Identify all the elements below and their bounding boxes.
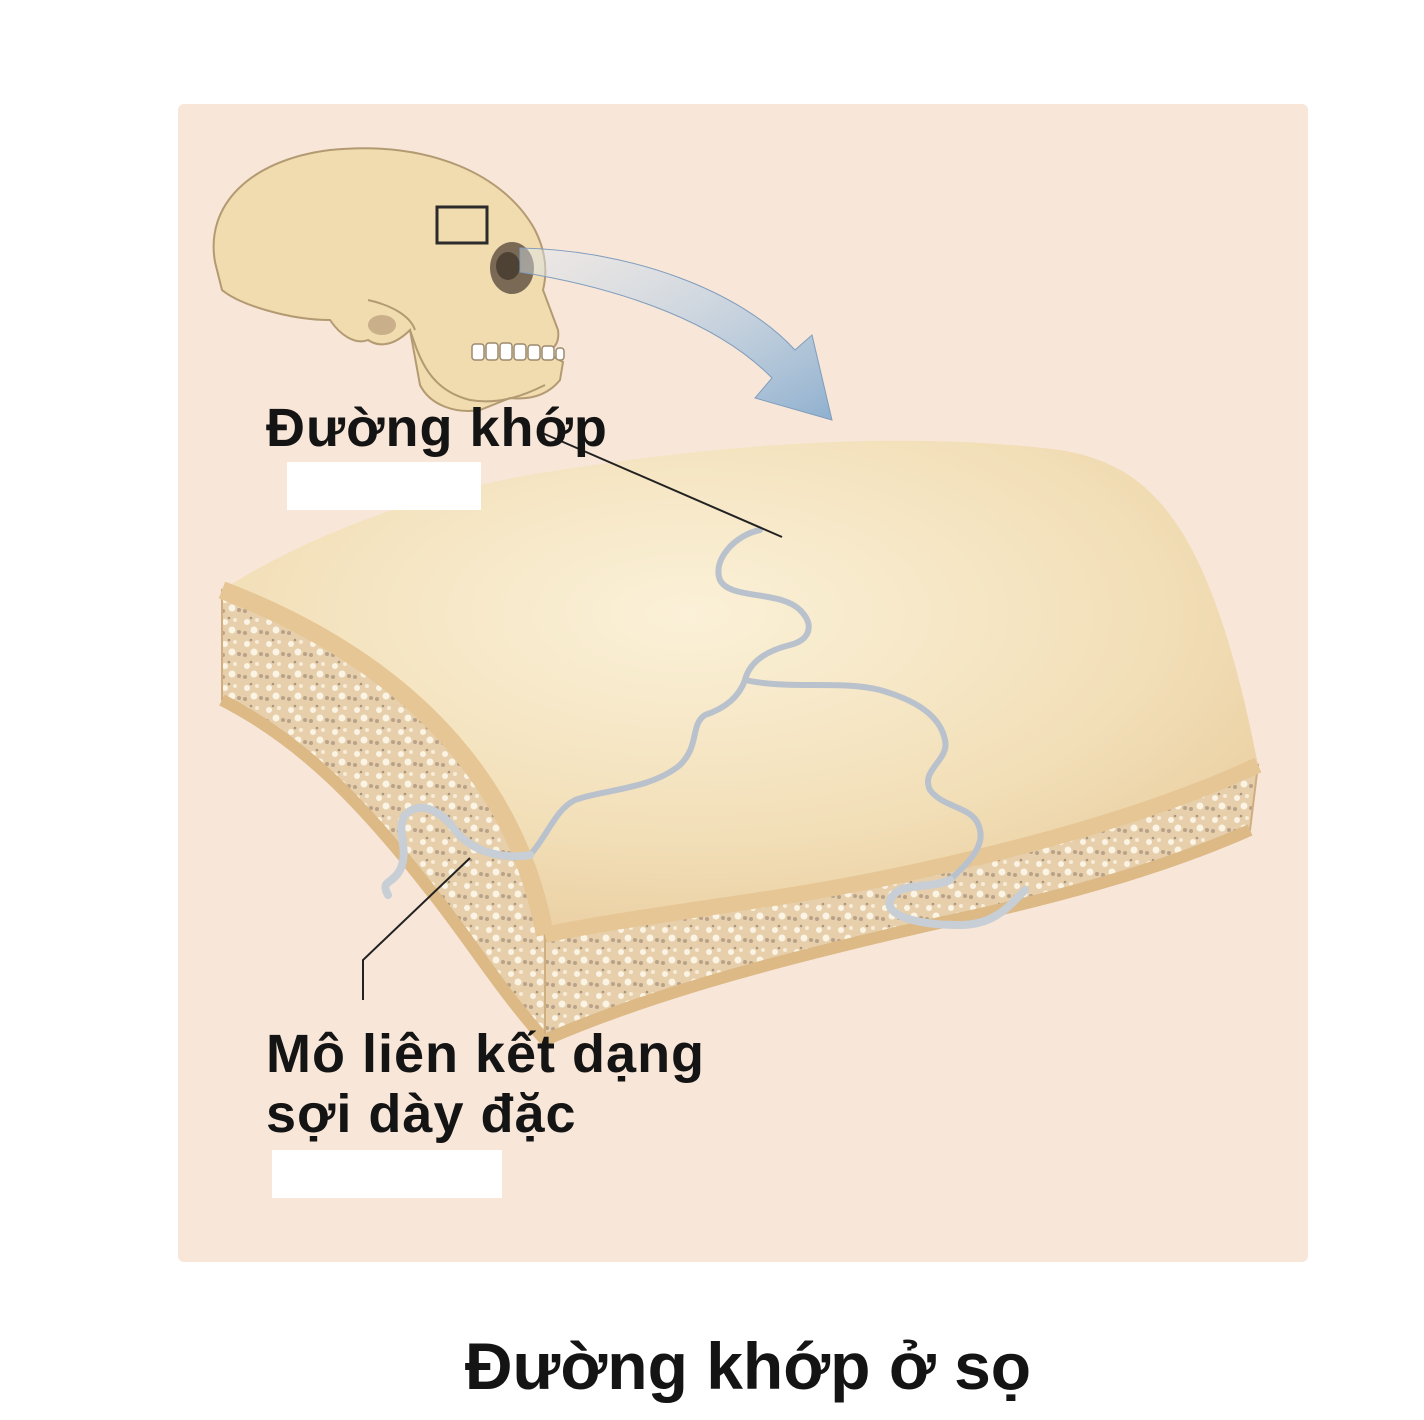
- suture-label: Đường khớp: [266, 398, 608, 458]
- bone-slab: [218, 440, 1262, 1046]
- zoom-arrow-icon: [519, 247, 833, 421]
- tissue-leader-line: [362, 857, 471, 1000]
- connective-tissue-label-line2: sợi dày đặc: [266, 1084, 577, 1145]
- leader-lines: [362, 431, 783, 1000]
- suture-leader-line: [539, 431, 783, 538]
- skull-icon: [212, 147, 565, 412]
- figure-caption: Đường khớp ở sọ: [464, 1329, 1032, 1403]
- connective-tissue-label: Mô liên kết dạng sợi dày đặc: [266, 1024, 705, 1145]
- connective-tissue-label-line1: Mô liên kết dạng: [266, 1024, 706, 1084]
